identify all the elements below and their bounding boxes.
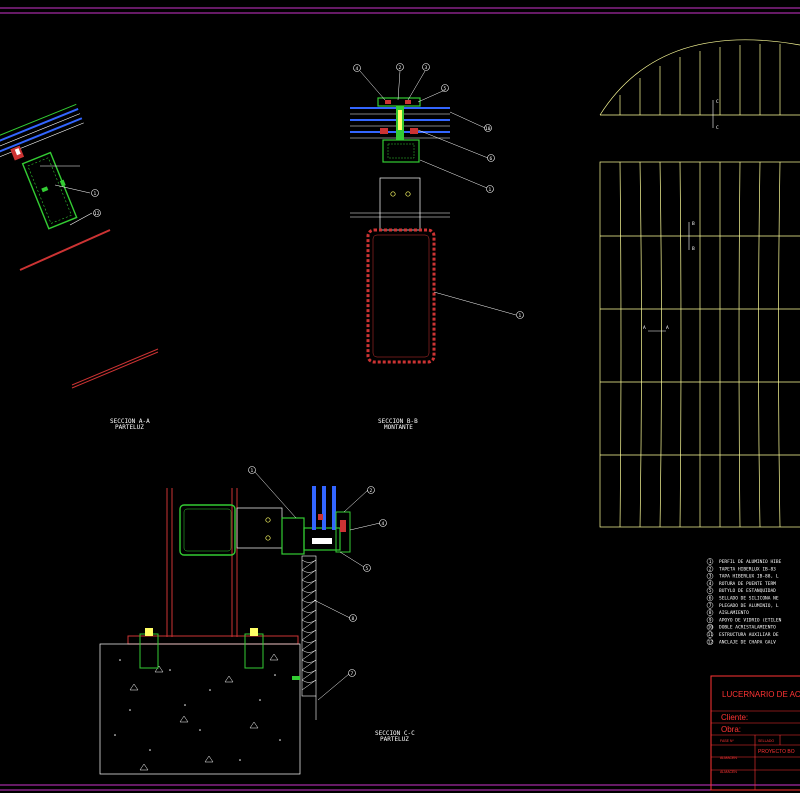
- callout-bb-2: 2: [399, 65, 402, 71]
- mark-b-top: B: [692, 221, 695, 227]
- materials-legend: 1 PERFIL DE ALUMINIO HIBE 2 TAPETA HIBERLUX…: [706, 558, 782, 646]
- legend-number-circle: [706, 558, 714, 565]
- section-cc-detail: [99, 471, 381, 775]
- legend-text: BUTYLO DE ESTANQUIDAD: [719, 588, 776, 594]
- legend-number: 1: [709, 559, 712, 565]
- legend-number: 4: [709, 581, 712, 587]
- svg-text:1: 1: [94, 191, 97, 197]
- legend-number: 2: [709, 566, 712, 572]
- legend-number-circle: [706, 594, 714, 602]
- legend-number: 7: [709, 603, 712, 609]
- legend-item: 7 PLEGADO DE ALUMINIO, L: [706, 602, 779, 609]
- section-bb-subtitle: MONTANTE: [384, 424, 413, 431]
- section-aa-detail: [0, 103, 159, 389]
- legend-item: 10 DOBLE ACRISTALAMIENTO: [706, 623, 776, 631]
- legend-number-circle: [706, 572, 714, 580]
- mark-c-top: C: [716, 99, 719, 105]
- legend-item: 12 ANCLAJE DE CHAPA GALV: [706, 638, 776, 646]
- mark-c-bottom: C: [716, 125, 719, 131]
- legend-text: SELLADO DE SILICONA NE: [719, 596, 779, 602]
- legend-number-circle: [706, 587, 714, 594]
- elevation-section-marks: C C B B A A: [643, 99, 719, 332]
- legend-number-circle: [706, 616, 714, 624]
- titleblock-row3: ALMACEN: [720, 770, 737, 774]
- legend-number: 12: [708, 639, 714, 645]
- callout-aa-1: 1: [91, 189, 99, 197]
- titleblock-fase: FASE Nº: [720, 739, 734, 743]
- titleblock-proyecto: PROYECTO BO: [758, 749, 795, 755]
- legend-item: 5 BUTYLO DE ESTANQUIDAD: [706, 587, 776, 594]
- section-cc-title: SECCION C-C: [375, 730, 415, 737]
- section-aa-title: SECCION A-A: [110, 418, 150, 425]
- legend-text: TAPA HIBERLUX IB-88, L: [719, 574, 779, 580]
- legend-text: ROTURA DE PUENTE TERM: [719, 581, 776, 587]
- callout-cc-2: 2: [370, 488, 373, 494]
- legend-text: ESTRUCTURA AUXILIAR DE: [719, 632, 779, 638]
- titleblock-obra: Obra:: [721, 725, 741, 734]
- legend-number: 3: [709, 574, 712, 580]
- callout-cc-4: 4: [382, 521, 385, 527]
- legend-number-circle: [706, 623, 714, 631]
- callout-bb-5: 5: [444, 86, 447, 92]
- section-cc-subtitle: PARTELUZ: [380, 736, 409, 743]
- drawing-frame: [0, 7, 800, 791]
- titleblock-cliente: Cliente:: [721, 713, 748, 722]
- svg-text:12: 12: [94, 211, 100, 217]
- callouts-cc: 1 2 4 5 8 7: [248, 466, 387, 677]
- callouts-bb: 4 2 3 5 10 6 1 1: [353, 63, 524, 319]
- title-block: LUCERNARIO DE AC Cliente: Obra: FASE Nº …: [710, 675, 800, 791]
- mark-a-left: A: [643, 325, 646, 331]
- legend-number-circle: [706, 631, 714, 638]
- legend-number: 6: [709, 596, 712, 602]
- mark-a-right: A: [666, 325, 669, 331]
- titleblock-row2: ALMACEN: [720, 756, 737, 760]
- legend-item: 6 SELLADO DE SILICONA NE: [706, 594, 779, 602]
- legend-text: TAPETA HIBERLUX IB-83: [719, 566, 776, 572]
- callout-bb-1b: 1: [519, 313, 522, 319]
- callout-bb-3: 3: [425, 65, 428, 71]
- legend-number-circle: [706, 565, 714, 573]
- elevation-grid: [599, 161, 800, 528]
- callout-bb-4: 4: [356, 66, 359, 72]
- legend-item: 4 ROTURA DE PUENTE TERM: [706, 580, 776, 587]
- legend-number-circle: [706, 580, 714, 587]
- callout-cc-5: 5: [366, 566, 369, 572]
- legend-text: AISLAMIENTO: [719, 610, 749, 616]
- section-aa-subtitle: PARTELUZ: [115, 424, 144, 431]
- legend-text: DOBLE ACRISTALAMIENTO: [719, 625, 776, 631]
- legend-item: 2 TAPETA HIBERLUX IB-83: [706, 565, 776, 573]
- legend-number: 11: [708, 632, 714, 638]
- mark-b-bottom: B: [692, 246, 695, 252]
- callout-bb-6: 6: [490, 156, 493, 162]
- legend-number: 5: [709, 588, 712, 594]
- legend-number: 10: [708, 625, 714, 631]
- callout-aa-12: 12: [93, 209, 101, 217]
- legend-item: 8 AISLAMIENTO: [706, 609, 749, 616]
- legend-text: PERFIL DE ALUMINIO HIBE: [719, 559, 782, 565]
- legend-number-circle: [706, 609, 714, 616]
- legend-item: 11 ESTRUCTURA AUXILIAR DE: [706, 631, 779, 638]
- titleblock-sellado: SELLADO: [758, 739, 774, 743]
- legend-text: PLEGADO DE ALUMINIO, L: [719, 603, 779, 609]
- callout-bb-1: 1: [489, 187, 492, 193]
- legend-number: 8: [709, 610, 712, 616]
- elevation-arch: [599, 39, 800, 116]
- legend-number-circle: [706, 638, 714, 646]
- section-bb-detail: [350, 70, 517, 364]
- callout-cc-8: 8: [352, 616, 355, 622]
- legend-text: APOYO DE VIDRIO (ETILEN: [719, 617, 782, 623]
- legend-item: 1 PERFIL DE ALUMINIO HIBE: [706, 558, 782, 565]
- legend-number-circle: [706, 602, 714, 609]
- callout-bb-10: 10: [485, 126, 491, 132]
- legend-text: ANCLAJE DE CHAPA GALV: [719, 639, 776, 645]
- legend-number: 9: [709, 617, 712, 623]
- legend-item: 9 APOYO DE VIDRIO (ETILEN: [706, 616, 782, 624]
- callout-cc-1: 1: [251, 468, 254, 474]
- legend-item: 3 TAPA HIBERLUX IB-88, L: [706, 572, 779, 580]
- callout-cc-7: 7: [351, 671, 354, 677]
- titleblock-title: LUCERNARIO DE AC: [722, 690, 800, 699]
- section-bb-title: SECCION B-B: [378, 418, 418, 425]
